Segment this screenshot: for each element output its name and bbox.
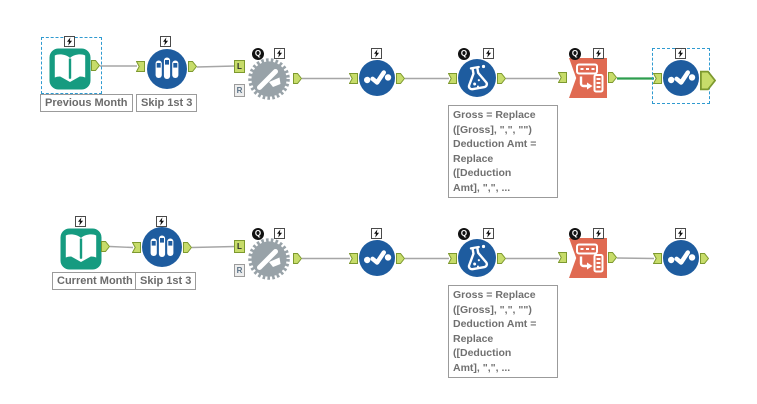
input-anchor[interactable] — [653, 73, 662, 84]
output-anchor[interactable] — [396, 73, 405, 84]
lightning-badge-icon — [371, 48, 382, 59]
select-tool[interactable] — [359, 60, 395, 96]
output-anchor[interactable] — [497, 73, 506, 84]
input-anchor[interactable] — [448, 73, 457, 84]
lightning-badge-icon — [274, 228, 285, 239]
transpose-tool[interactable] — [569, 58, 607, 98]
lightning-badge-icon — [274, 48, 285, 59]
lightning-badge-icon — [160, 36, 171, 47]
lightning-badge-icon — [675, 48, 686, 59]
lightning-badge-icon — [593, 228, 604, 239]
output-anchor[interactable] — [700, 68, 716, 93]
select-tool[interactable] — [663, 240, 699, 276]
tool-annotation-label[interactable]: Previous Month — [40, 94, 133, 112]
output-anchor[interactable] — [396, 253, 405, 264]
connection-wire[interactable] — [109, 245, 134, 249]
annotation-q-badge: Q — [252, 228, 264, 240]
tool-annotation-label[interactable]: Skip 1st 3 — [135, 272, 197, 290]
input-anchor[interactable] — [132, 242, 141, 253]
tool-annotation-label[interactable]: Skip 1st 3 — [136, 94, 198, 112]
input-data-tool[interactable] — [60, 228, 102, 270]
output-anchor[interactable] — [497, 253, 506, 264]
right-input-anchor[interactable]: R — [234, 264, 245, 277]
input-anchor[interactable] — [448, 253, 457, 264]
formula-tool[interactable] — [458, 239, 496, 277]
output-anchor[interactable] — [608, 252, 617, 263]
input-data-tool[interactable] — [49, 48, 91, 90]
annotation-q-badge: Q — [458, 228, 470, 240]
left-input-anchor[interactable]: L — [234, 60, 245, 73]
lightning-badge-icon — [593, 48, 604, 59]
lightning-badge-icon — [371, 228, 382, 239]
dynamic-rename-tool[interactable] — [247, 57, 291, 101]
tool-annotation-label[interactable]: Current Month — [52, 272, 138, 290]
lightning-badge-icon — [64, 36, 75, 47]
sample-tool[interactable] — [147, 49, 187, 89]
annotation-q-badge: Q — [569, 48, 581, 60]
formula-tool[interactable] — [458, 59, 496, 97]
lightning-badge-icon — [483, 48, 494, 59]
output-anchor[interactable] — [293, 73, 302, 84]
formula-annotation-note[interactable]: Gross = Replace ([Gross], ",", "") Deduc… — [448, 105, 558, 198]
input-anchor[interactable] — [558, 72, 567, 83]
lightning-badge-icon — [483, 228, 494, 239]
output-anchor[interactable] — [91, 60, 100, 71]
connection-wire[interactable] — [191, 245, 236, 249]
input-anchor[interactable] — [558, 252, 567, 263]
output-anchor[interactable] — [183, 242, 192, 253]
input-anchor[interactable] — [349, 253, 358, 264]
right-input-anchor[interactable]: R — [234, 84, 245, 97]
annotation-q-badge: Q — [458, 48, 470, 60]
formula-annotation-note[interactable]: Gross = Replace ([Gross], ",", "") Deduc… — [448, 285, 558, 378]
output-anchor[interactable] — [608, 72, 617, 83]
dynamic-rename-tool[interactable] — [247, 237, 291, 281]
input-anchor[interactable] — [653, 253, 662, 264]
connection-wire[interactable] — [196, 65, 236, 68]
connection-wire[interactable] — [616, 257, 655, 260]
output-anchor[interactable] — [700, 253, 709, 264]
annotation-q-badge: Q — [252, 48, 264, 60]
input-anchor[interactable] — [349, 73, 358, 84]
sample-tool[interactable] — [142, 227, 182, 267]
lightning-badge-icon — [675, 228, 686, 239]
lightning-badge-icon — [156, 216, 167, 227]
output-anchor[interactable] — [188, 61, 197, 72]
lightning-badge-icon — [75, 216, 86, 227]
annotation-q-badge: Q — [569, 228, 581, 240]
output-anchor[interactable] — [101, 241, 110, 252]
left-input-anchor[interactable]: L — [234, 240, 245, 253]
select-tool[interactable] — [663, 60, 699, 96]
output-anchor[interactable] — [293, 253, 302, 264]
transpose-tool[interactable] — [569, 238, 607, 278]
input-anchor[interactable] — [136, 61, 145, 72]
select-tool[interactable] — [359, 240, 395, 276]
